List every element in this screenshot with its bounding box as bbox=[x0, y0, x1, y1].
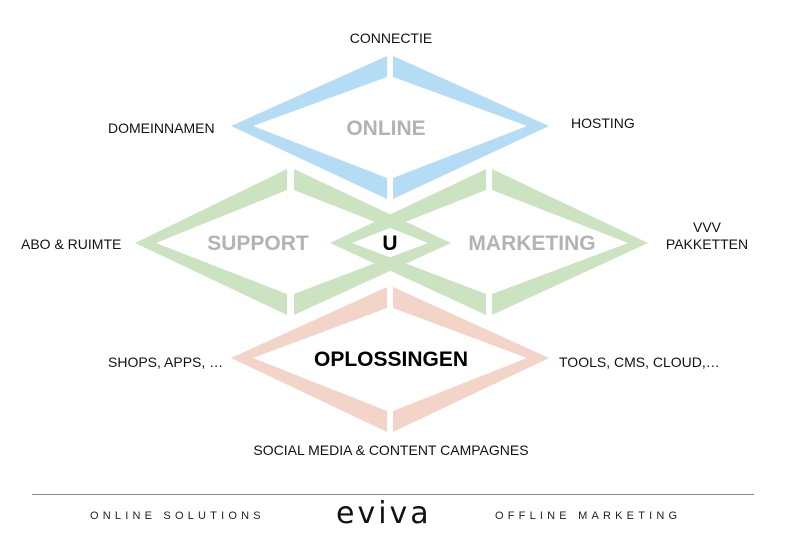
support-diamond-bottom-left-bar bbox=[135, 243, 287, 315]
marketing-diamond-bottom-left-bar bbox=[330, 243, 486, 315]
tools-cms-cloud-label: TOOLS, CMS, CLOUD,… bbox=[559, 354, 720, 370]
connectie-label: CONNECTIE bbox=[350, 30, 432, 46]
oplossingen-center-label: OPLOSSINGEN bbox=[314, 348, 468, 371]
offline-marketing-tagline: OFFLINE MARKETING bbox=[495, 510, 682, 522]
abo-ruimte-label: ABO & RUIMTE bbox=[21, 236, 121, 252]
support-diamond-bottom-right-bar bbox=[294, 243, 451, 315]
online-diamond bbox=[231, 56, 549, 199]
vvv-label: VVV bbox=[693, 219, 722, 235]
oplossingen-diamond-top-right-bar bbox=[393, 287, 549, 358]
oplossingen-diamond bbox=[231, 287, 549, 432]
support-diamond-top-left-bar bbox=[135, 169, 287, 243]
oplossingen-diamond-bottom-left-bar bbox=[231, 358, 387, 432]
marketing-center-label: MARKETING bbox=[468, 232, 595, 255]
online-diamond-bottom-right-bar bbox=[393, 126, 549, 199]
core-u-label: U bbox=[382, 232, 397, 255]
online-center-label: ONLINE bbox=[346, 117, 425, 140]
footer: ONLINE SOLUTIONS eviva OFFLINE MARKETING bbox=[0, 494, 787, 555]
online-diamond-top-right-bar bbox=[393, 56, 549, 126]
support-marketing-diamonds bbox=[135, 169, 648, 315]
social-media-label: SOCIAL MEDIA & CONTENT CAMPAGNES bbox=[253, 442, 528, 458]
footer-divider bbox=[32, 494, 754, 495]
marketing-diamond-bottom-right-bar bbox=[492, 243, 648, 315]
eviva-logo: eviva bbox=[336, 496, 432, 531]
online-diamond-top-left-bar bbox=[231, 56, 387, 126]
oplossingen-diamond-top-left-bar bbox=[231, 287, 387, 358]
pakketten-label: PAKKETTEN bbox=[666, 236, 748, 252]
online-diamond-bottom-left-bar bbox=[231, 126, 387, 199]
domeinnamen-label: DOMEINNAMEN bbox=[108, 120, 215, 136]
marketing-diamond-top-left-bar bbox=[330, 169, 486, 243]
shops-apps-label: SHOPS, APPS, … bbox=[108, 354, 223, 370]
online-solutions-tagline: ONLINE SOLUTIONS bbox=[90, 510, 265, 522]
oplossingen-diamond-bottom-right-bar bbox=[393, 358, 549, 432]
marketing-diamond-top-right-bar bbox=[492, 169, 648, 243]
support-center-label: SUPPORT bbox=[207, 232, 309, 255]
hosting-label: HOSTING bbox=[571, 115, 635, 131]
support-diamond-top-right-bar bbox=[294, 169, 451, 243]
